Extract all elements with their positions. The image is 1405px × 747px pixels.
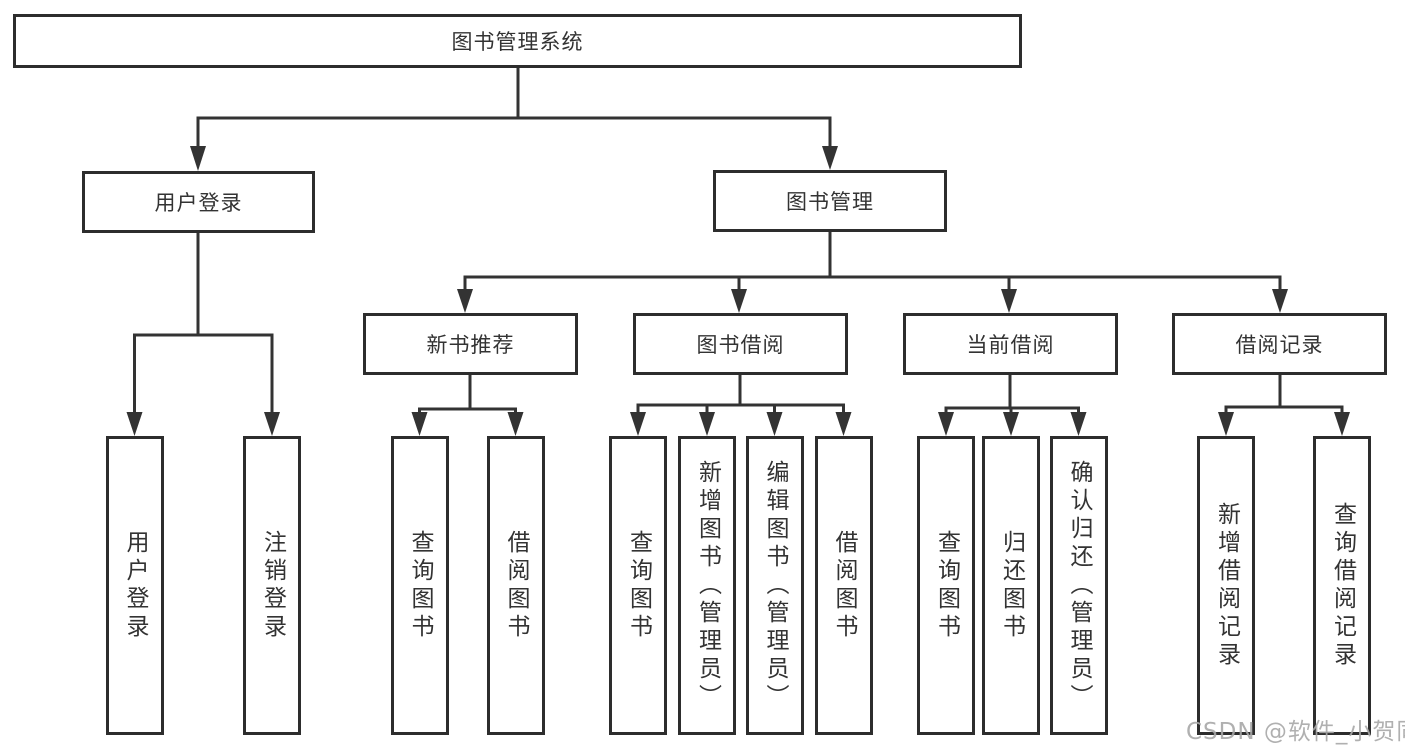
leaf-query-borrow-record: 查询借阅记录 (1313, 436, 1371, 735)
node-label: 图书借阅 (696, 333, 785, 357)
node-book-borrow: 图书借阅 (633, 313, 848, 375)
node-borrow-records: 借阅记录 (1172, 313, 1387, 375)
connector-current-borrow-to-leaves (938, 375, 1087, 436)
leaf-label: 查询图书 (933, 529, 960, 642)
node-library-system: 图书管理系统 (13, 14, 1022, 68)
leaf-label: 查询图书 (407, 529, 433, 642)
connector-borrow-records-to-leaves (1218, 375, 1350, 436)
node-label: 图书管理 (786, 190, 874, 214)
leaf-label: 确认归还（管理员） (1066, 459, 1092, 712)
leaf-label: 借阅图书 (503, 529, 529, 642)
connector-root-to-level2 (190, 68, 838, 171)
node-current-borrow: 当前借阅 (903, 313, 1118, 375)
connector-book-borrow-to-leaves (630, 375, 852, 436)
leaf-label: 新增图书（管理员） (694, 459, 721, 712)
node-book-management: 图书管理 (713, 170, 947, 232)
leaf-edit-book-admin: 编辑图书（管理员） (745, 436, 804, 735)
leaf-query-books-recommend: 查询图书 (390, 436, 449, 735)
node-label: 借阅记录 (1235, 333, 1324, 357)
leaf-label: 查询借阅记录 (1329, 501, 1356, 670)
leaf-label: 编辑图书（管理员） (762, 459, 788, 712)
leaf-label: 借阅图书 (831, 529, 857, 642)
leaf-return-book: 归还图书 (982, 436, 1040, 735)
leaf-confirm-return-admin: 确认归还（管理员） (1049, 436, 1108, 735)
node-label: 用户登录 (154, 191, 243, 215)
leaf-label: 新增借阅记录 (1213, 501, 1240, 670)
leaf-label: 查询图书 (625, 529, 652, 642)
leaf-query-books-borrow: 查询图书 (609, 436, 667, 735)
connector-new-book-recommend-to-leaves (411, 375, 524, 436)
leaf-add-borrow-record: 新增借阅记录 (1197, 436, 1255, 735)
leaf-label: 归还图书 (998, 529, 1025, 642)
leaf-borrow-books-borrow: 借阅图书 (814, 436, 873, 735)
leaf-label: 用户登录 (122, 529, 148, 642)
node-new-book-recommend: 新书推荐 (363, 313, 578, 375)
node-label: 图书管理系统 (451, 30, 584, 54)
leaf-borrow-books-recommend: 借阅图书 (486, 436, 545, 735)
node-label: 新书推荐 (426, 333, 515, 357)
leaf-add-book-admin: 新增图书（管理员） (678, 436, 736, 735)
leaf-query-books-current: 查询图书 (917, 436, 975, 735)
node-user-login: 用户登录 (82, 171, 315, 233)
connector-book-management-to-level3 (457, 232, 1288, 313)
leaf-user-login: 用户登录 (105, 436, 164, 735)
leaf-logout-login: 注销登录 (243, 436, 301, 735)
leaf-label: 注销登录 (259, 529, 286, 642)
node-label: 当前借阅 (966, 333, 1055, 357)
connector-user-login-to-leaves (126, 233, 280, 436)
csdn-watermark: CSDN @软件_小贺同学 (1186, 719, 1405, 745)
